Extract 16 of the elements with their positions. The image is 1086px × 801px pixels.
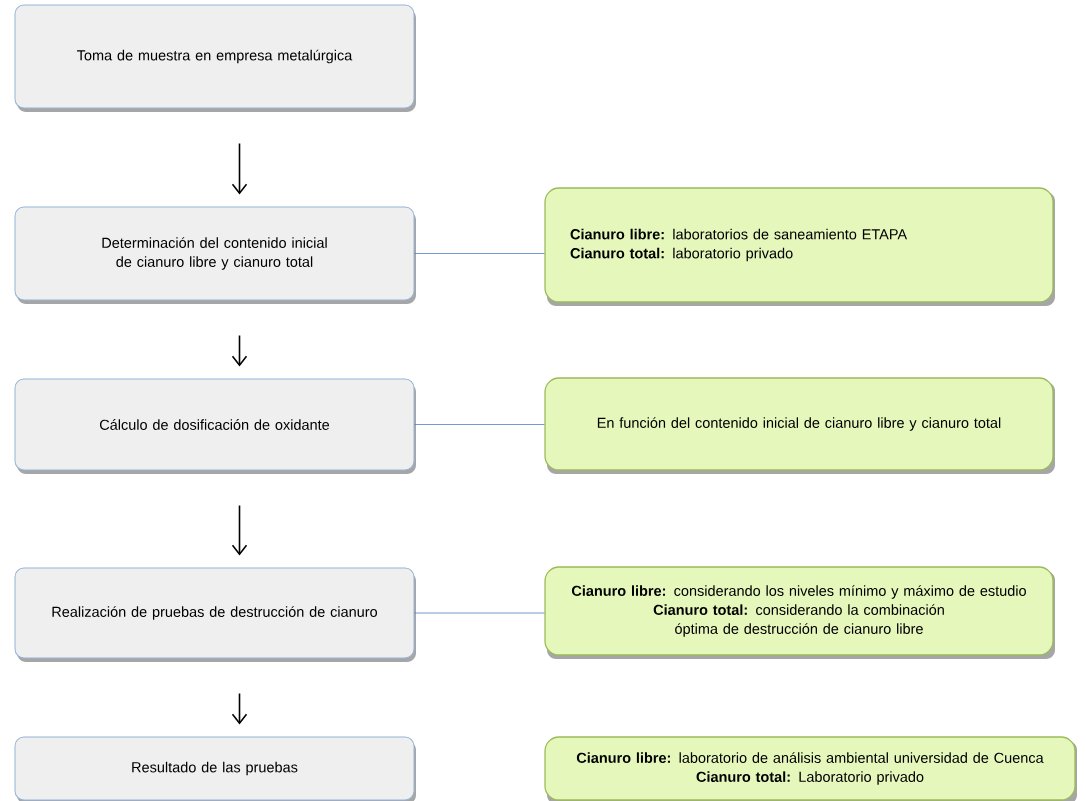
process-box: Resultado de las pruebas [14, 736, 416, 801]
arrow [231, 142, 248, 195]
note-box: En función del contenido inicial de cianuro libre y cianuro total [544, 377, 1055, 474]
process-box: Determinación del contenido inicial de cianuro libre y cianuro total [14, 206, 416, 304]
arrow [231, 504, 248, 556]
connector-line [414, 424, 545, 425]
arrow [231, 692, 248, 725]
note-box: Cianuro libre: laboratorios de saneamiento ETAPA Cianuro total: laboratorio privado [544, 187, 1055, 306]
process-box: Realización de pruebas de destrucción de cianuro [14, 567, 416, 662]
process-box: Toma de muestra en empresa metalúrgica [14, 4, 416, 112]
connector-line [414, 612, 545, 614]
connector-line [414, 253, 545, 254]
arrow [231, 334, 248, 367]
note-box: Cianuro libre: laboratorio de análisis ambiental universidad de Cuenca Cianuro total: Laboratorio privado [544, 736, 1077, 801]
note-box: Cianuro libre: considerando los niveles mínimo y máximo de estudio Cianuro total: considerando la combinación óptima de destrucción de cianuro libre [544, 566, 1055, 659]
process-box: Cálculo de dosificación de oxidante [14, 378, 416, 474]
